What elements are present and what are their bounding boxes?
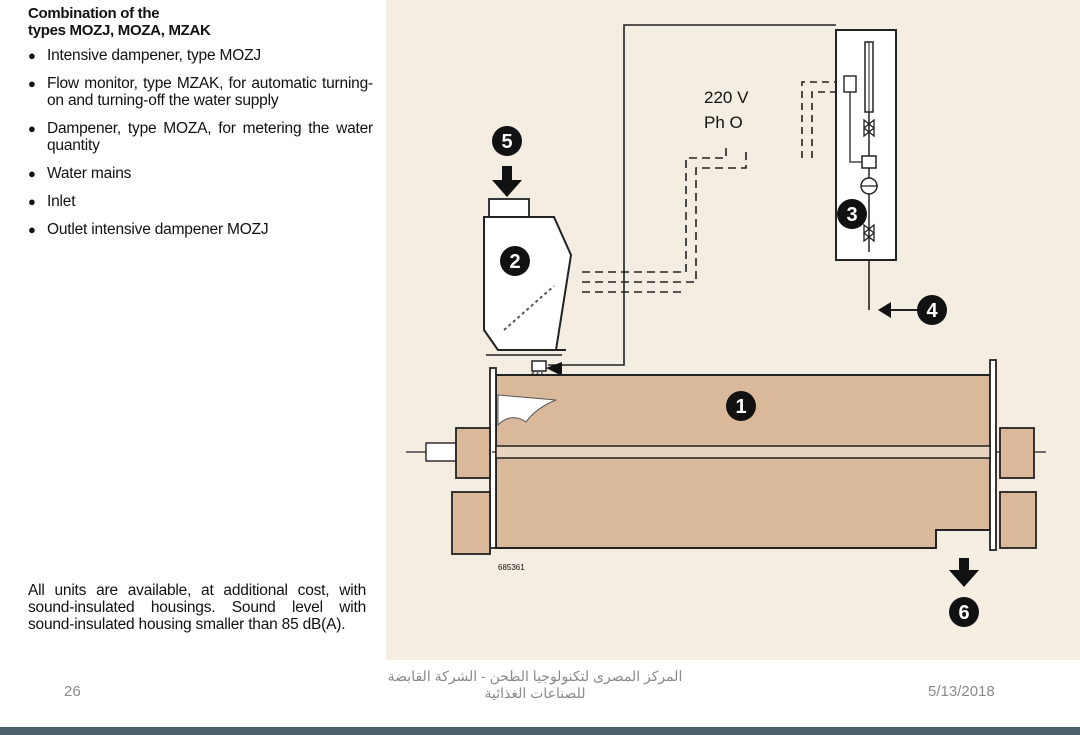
legend-item-5-text: Inlet	[47, 193, 76, 210]
power-line-e	[811, 91, 842, 158]
footer-organization: المركز المصرى لتكنولوجيا الطحن - الشركة …	[387, 668, 683, 701]
bullet-icon: ●	[28, 121, 36, 136]
shaft-end-left	[425, 442, 457, 462]
power-line-a	[582, 148, 727, 273]
arrow-down-icon	[949, 570, 979, 587]
dampener-diagram: 220 V Ph O	[386, 0, 1080, 660]
trough-end-wall-right	[989, 359, 997, 551]
bullet-icon: ●	[28, 76, 36, 91]
svg-text:2: 2	[509, 251, 520, 273]
dosing-hopper	[483, 216, 573, 351]
svg-text:1: 1	[735, 396, 746, 418]
bullet-icon: ●	[28, 48, 36, 63]
inlet-neck	[488, 198, 530, 218]
heading: Combination of the types MOZJ, MOZA, MZA…	[28, 5, 373, 39]
legend-item-5: ● Inlet	[28, 193, 373, 210]
power-line-d	[801, 81, 842, 158]
power-line-b	[582, 148, 747, 283]
bearing-right	[999, 427, 1035, 479]
legend-item-4: ● Water mains	[28, 165, 373, 182]
sensor-box	[843, 75, 857, 93]
callout-4: 4	[917, 295, 947, 325]
footer-accent-bar	[0, 727, 1080, 735]
phase-label: Ph O	[704, 113, 743, 132]
spray-nozzle	[531, 360, 547, 372]
bullet-icon: ●	[28, 194, 36, 209]
legend-item-2: ● Flow monitor, type MZAK, for automatic …	[28, 75, 373, 109]
svg-text:5: 5	[501, 131, 512, 153]
support-right	[999, 491, 1037, 549]
arrow-down-icon	[492, 180, 522, 197]
legend-item-2-text: Flow monitor, type MZAK, for automatic t…	[47, 75, 373, 109]
heading-line-2: types MOZJ, MOZA, MZAK	[28, 22, 211, 39]
solenoid-box	[861, 155, 877, 169]
drawing-number: 685361	[498, 563, 525, 572]
legend-item-6: ● Outlet intensive dampener MOZJ	[28, 221, 373, 238]
bearing-left	[455, 427, 491, 479]
legend-item-6-text: Outlet intensive dampener MOZJ	[47, 221, 269, 238]
legend-item-4-text: Water mains	[47, 165, 132, 182]
callout-5: 5	[492, 126, 522, 156]
shaft	[495, 445, 991, 459]
bullet-icon: ●	[28, 166, 36, 181]
svg-text:3: 3	[846, 204, 857, 226]
legend-item-3-text: Dampener, type MOZA, for metering the wa…	[47, 120, 373, 154]
footer-date: 5/13/2018	[928, 683, 995, 700]
svg-text:4: 4	[926, 300, 938, 322]
callout-3: 3	[837, 199, 867, 229]
diagram-drawing: 220 V Ph O	[406, 24, 1046, 627]
legend-item-1-text: Intensive dampener, type MOZJ	[47, 47, 261, 64]
voltage-label: 220 V	[704, 88, 749, 107]
legend-list: ● Intensive dampener, type MOZJ ● Flow mon…	[28, 47, 373, 238]
callout-2: 2	[500, 246, 530, 276]
callout-6: 6	[949, 597, 979, 627]
support-left	[451, 491, 491, 555]
bullet-icon: ●	[28, 222, 36, 237]
svg-text:6: 6	[958, 602, 969, 624]
callout-1: 1	[726, 391, 756, 421]
control-line	[548, 24, 836, 366]
slide-number: 26	[64, 683, 81, 700]
heading-line-1: Combination of the	[28, 5, 160, 22]
sound-insulation-note: All units are available, at additional c…	[28, 582, 366, 633]
arrow-left-icon	[878, 302, 891, 318]
legend-item-3: ● Dampener, type MOZA, for metering the w…	[28, 120, 373, 154]
legend-item-1: ● Intensive dampener, type MOZJ	[28, 47, 373, 64]
description-panel: Combination of the types MOZJ, MOZA, MZA…	[28, 5, 373, 249]
